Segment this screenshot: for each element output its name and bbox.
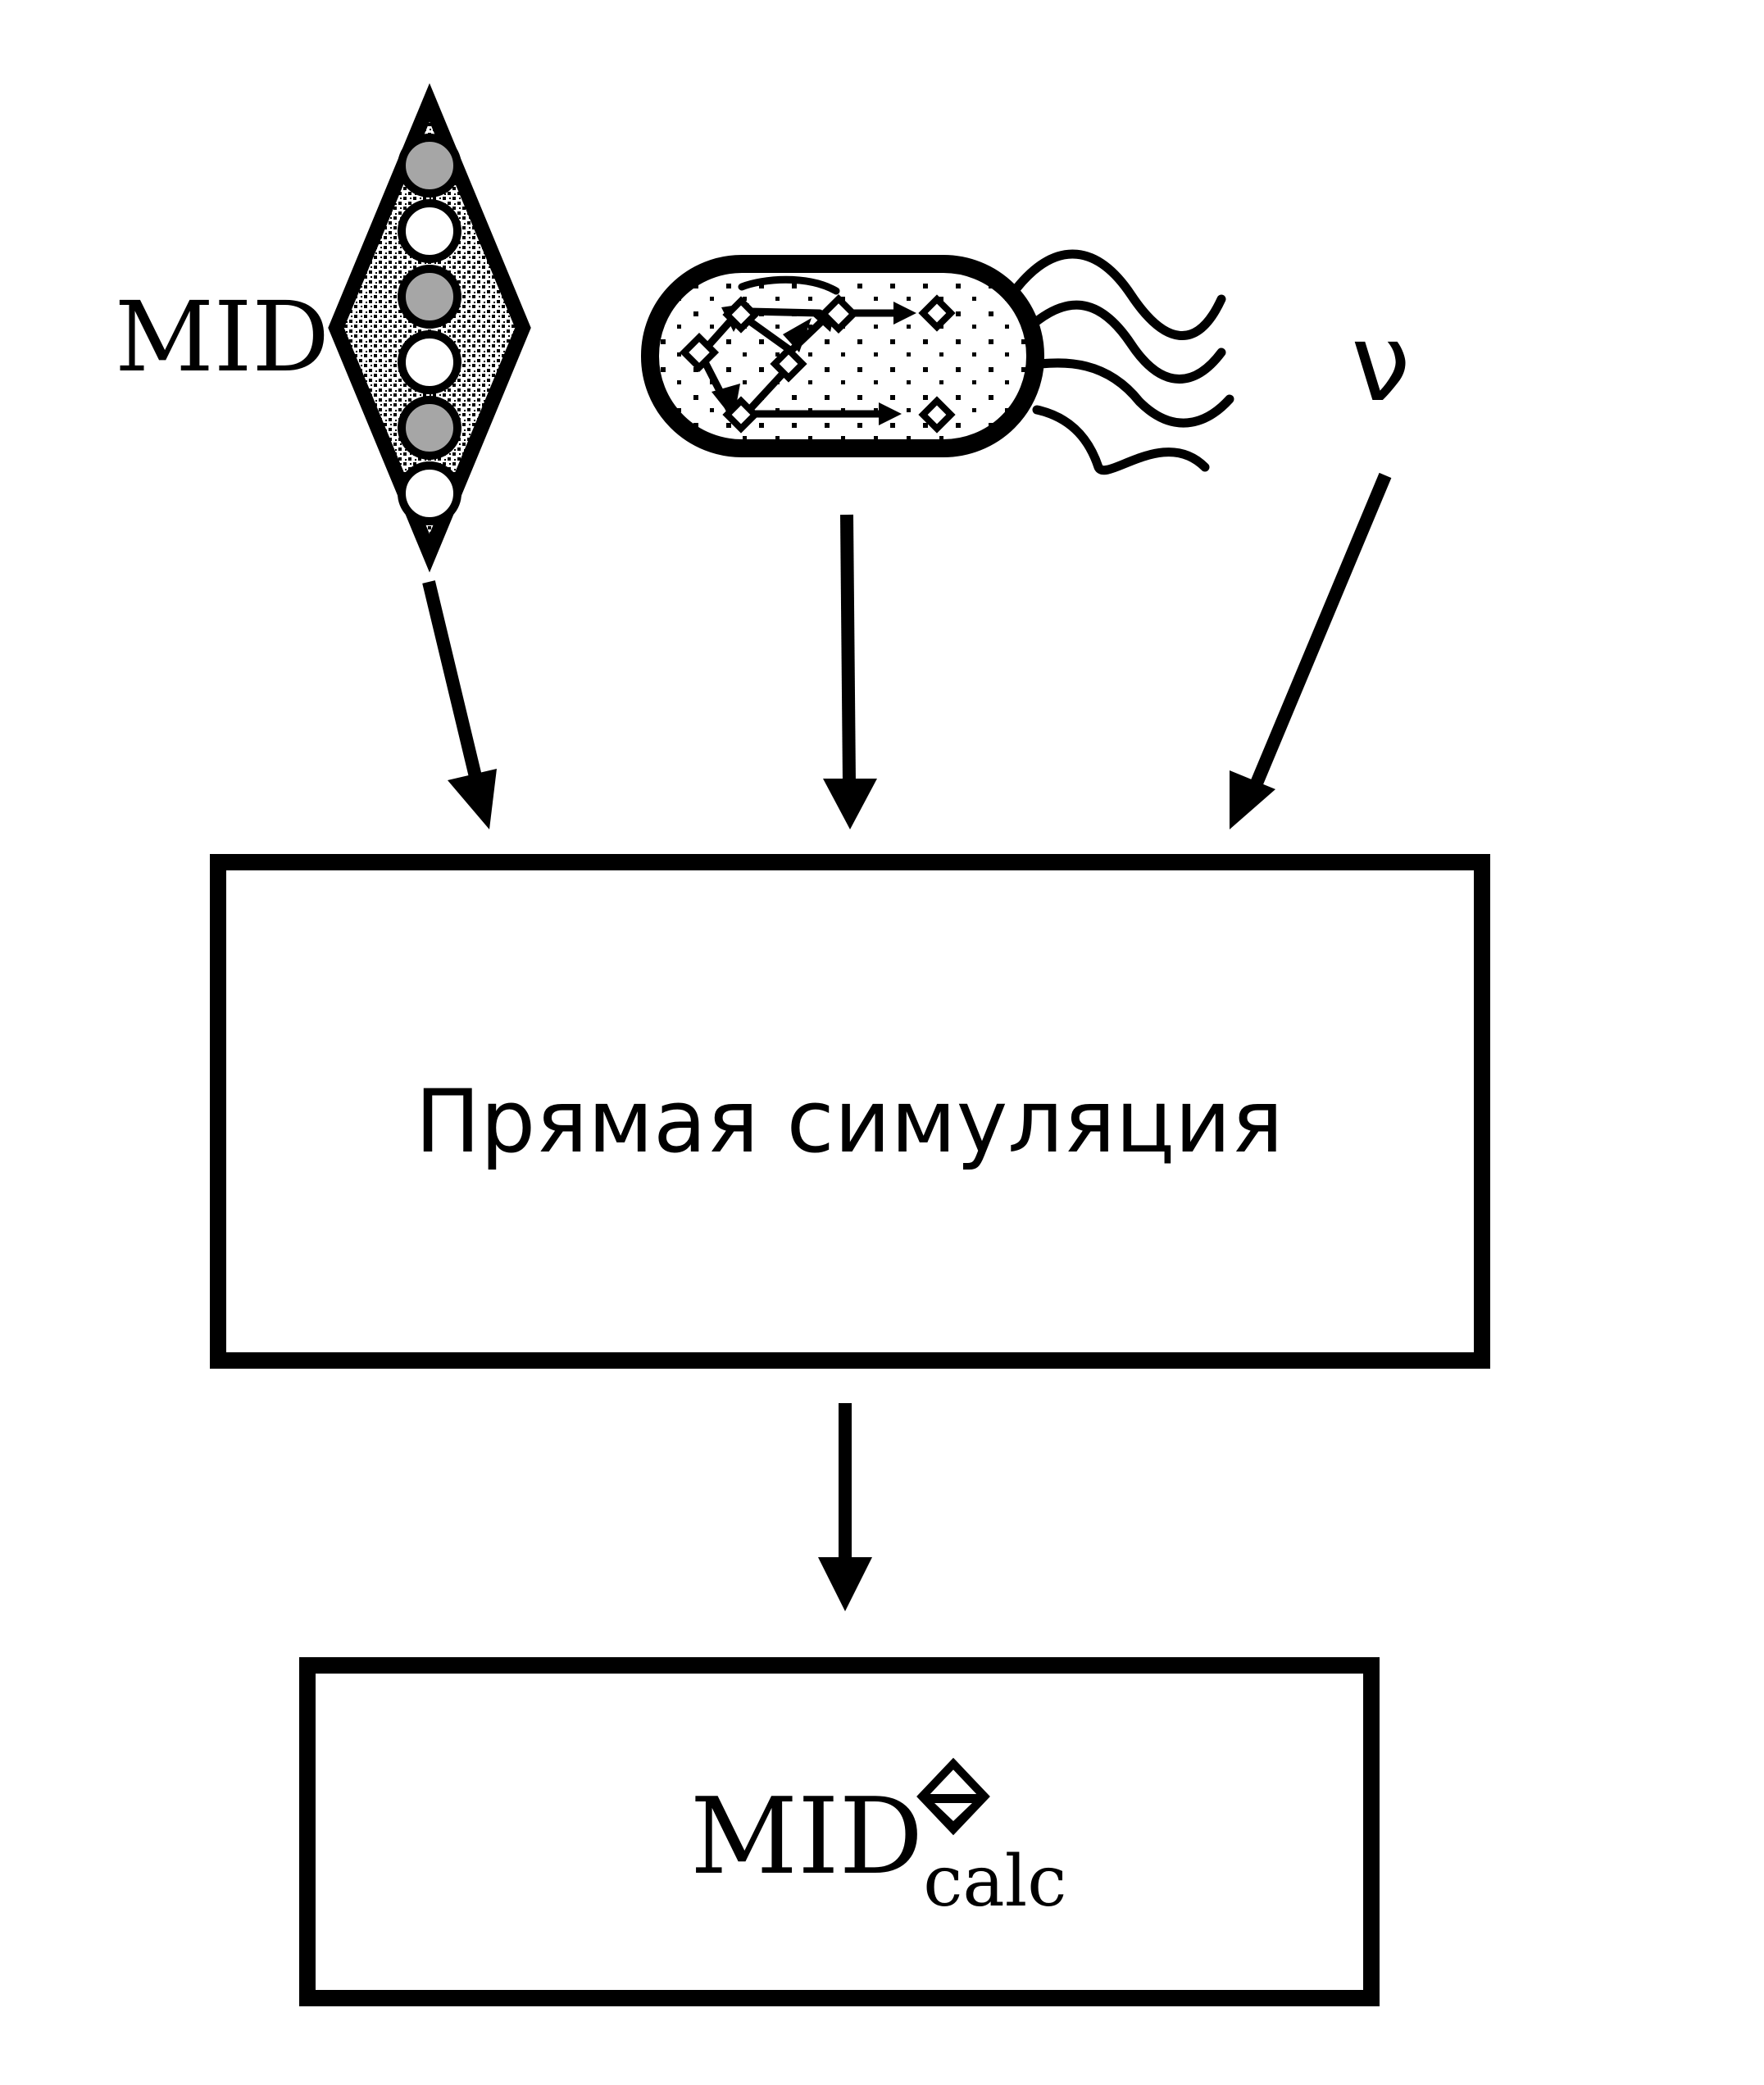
- arrow-mid-to-simulation: [422, 580, 497, 829]
- calculated-mid-box: [299, 1657, 1380, 2006]
- direct-simulation-box: [210, 854, 1490, 1369]
- bacterium-with-flagella-icon: [641, 249, 1234, 475]
- arrow-flux-to-simulation: [1230, 472, 1392, 829]
- labeled-molecule-diamond-icon: [328, 83, 531, 573]
- mid-input-label: MID: [115, 280, 330, 393]
- direct-simulation-label: Прямая симуляция: [415, 1071, 1283, 1172]
- half-filled-diamond-icon: [916, 1757, 990, 1836]
- calculated-mid-label: MIDcalc: [690, 1776, 1066, 1923]
- flux-input-label: ν: [1351, 301, 1411, 425]
- arrow-cell-to-simulation: [823, 514, 877, 829]
- calculated-mid-subscript: calc: [923, 1841, 1066, 1923]
- arrow-simulation-to-output: [818, 1403, 872, 1611]
- calculated-mid-main: MID: [690, 1776, 923, 1898]
